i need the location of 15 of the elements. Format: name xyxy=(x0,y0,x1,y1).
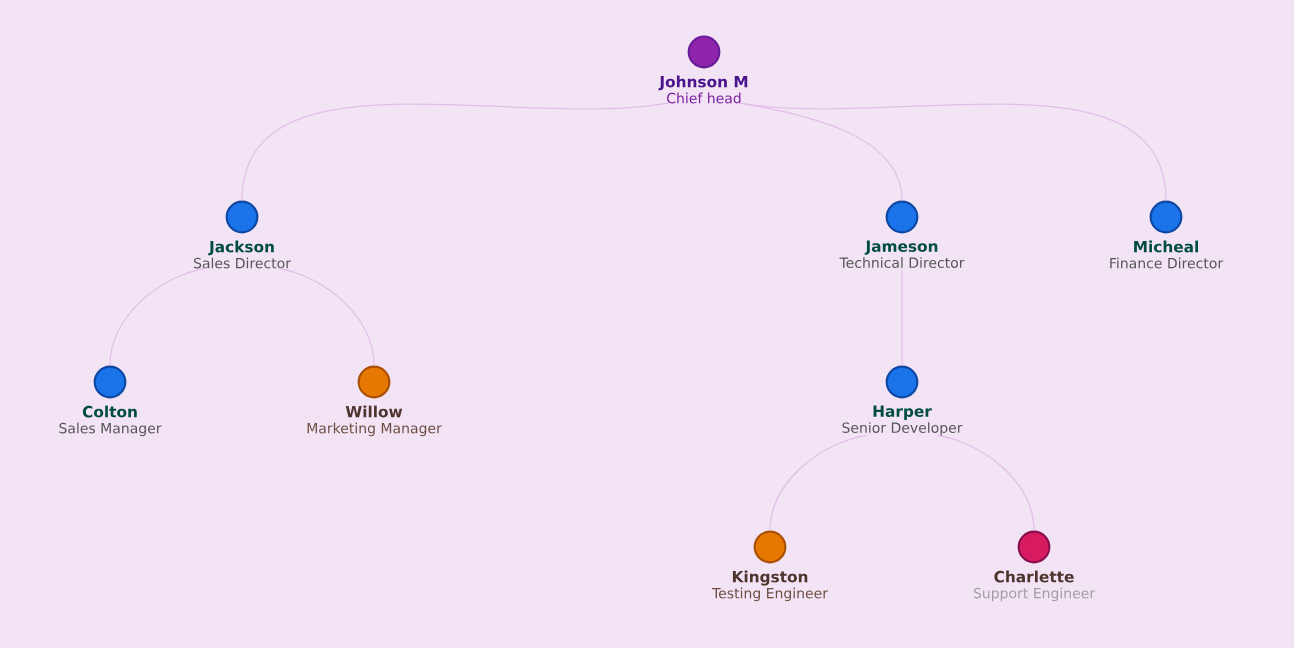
person-label: Kingston Testing Engineer xyxy=(711,570,828,602)
person-label: Colton Sales Manager xyxy=(59,405,162,437)
connector-line xyxy=(241,102,669,202)
person-label: Harper Senior Developer xyxy=(842,405,963,436)
person-label: Willow Marketing Manager xyxy=(307,405,442,437)
person-label: Jackson Sales Director xyxy=(193,240,291,269)
person-label: Charlette Support Engineer xyxy=(973,570,1096,602)
connector-line xyxy=(739,102,1167,202)
connector-line xyxy=(769,434,867,532)
person-label: Micheal Finance Director xyxy=(1110,240,1224,269)
connector-line xyxy=(277,267,375,367)
connector-line xyxy=(109,267,207,367)
person-label: Jameson Technical Director xyxy=(839,240,965,268)
connector-line xyxy=(937,434,1035,532)
person-label: Johnson M Chief head xyxy=(658,75,748,104)
